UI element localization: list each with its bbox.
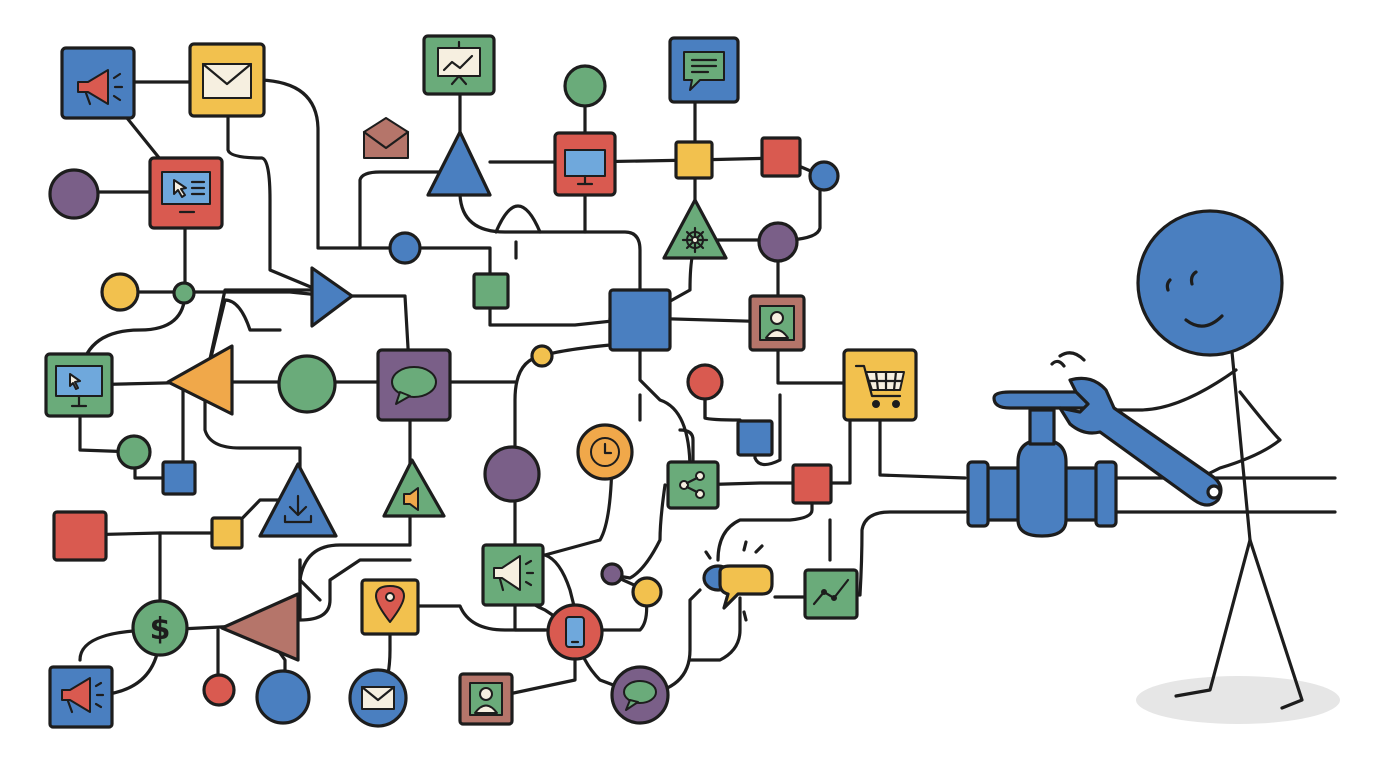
megaphone-node	[48, 665, 114, 729]
triangle-node	[166, 344, 234, 416]
circle-node	[100, 272, 140, 312]
circle-node	[757, 221, 799, 263]
megaphone-icon	[493, 555, 535, 592]
clock-node	[576, 423, 634, 481]
gear-icon	[681, 226, 709, 254]
click-screen-node	[148, 156, 224, 230]
square-node	[161, 460, 197, 496]
envelope-node	[188, 42, 266, 118]
user-icon	[469, 682, 503, 716]
figure-leg-right	[1248, 538, 1304, 710]
clock-icon	[590, 437, 620, 467]
triangle-node	[220, 592, 300, 662]
figure-arm-back	[1198, 390, 1282, 480]
gear-triangle-node	[662, 198, 728, 260]
smartphone-icon	[565, 616, 585, 648]
dollar-node: $	[131, 599, 189, 657]
network-nodes: $	[44, 34, 918, 729]
circle-node	[388, 231, 422, 265]
circle-node	[563, 64, 607, 108]
user-icon	[759, 305, 795, 341]
chat-node	[376, 348, 452, 422]
figure-leg-left	[1174, 538, 1252, 698]
figure-shadow	[1136, 676, 1340, 724]
envelope-icon	[360, 685, 396, 710]
monitor-icon	[55, 365, 103, 408]
megaphone-icon	[77, 69, 124, 106]
square-node	[674, 140, 714, 180]
wrench	[1058, 376, 1223, 507]
shopping-cart-node	[842, 348, 918, 422]
megaphone-node	[481, 543, 545, 607]
speaker-triangle-node	[382, 458, 446, 518]
figure-arm-front	[1098, 368, 1238, 412]
shopping-cart-icon	[854, 364, 905, 408]
monitor-node	[553, 131, 617, 197]
chat-node	[668, 36, 740, 104]
megaphone-node	[60, 46, 136, 120]
line-chart-icon	[812, 578, 850, 606]
figure-body	[1230, 350, 1252, 542]
user-node	[748, 294, 806, 352]
envelope-circle-node	[348, 668, 408, 728]
circle-node	[48, 168, 100, 220]
download-triangle-node	[258, 462, 338, 538]
cursor-click-icon	[161, 171, 211, 214]
share-icon	[679, 471, 705, 499]
share-node	[666, 460, 720, 510]
circle-node	[172, 281, 196, 305]
presentation-icon	[437, 40, 481, 86]
smartphone-node	[546, 603, 604, 661]
dollar-icon: $	[150, 612, 171, 647]
download-icon	[283, 494, 313, 524]
circle-node	[116, 434, 152, 470]
circle-node	[255, 669, 311, 725]
stick-figure	[1058, 209, 1340, 724]
circle-node	[530, 344, 554, 368]
speech-bubble-node	[702, 540, 774, 622]
megaphone-icon	[61, 677, 105, 714]
chat-circle-node	[610, 665, 670, 725]
circle-node	[600, 562, 624, 586]
chat-bubble-icon	[623, 680, 657, 711]
map-pin-box-node	[360, 578, 420, 636]
circle-node	[808, 160, 840, 192]
circle-node	[277, 354, 337, 414]
square-node	[52, 510, 108, 562]
square-node	[791, 463, 833, 505]
monitor-icon	[564, 149, 606, 186]
square-node	[736, 419, 774, 457]
triangle-node	[426, 130, 492, 197]
user-node	[458, 672, 514, 726]
map-pin-icon	[375, 585, 405, 623]
map-pin-node	[686, 363, 724, 420]
circle-node	[483, 445, 541, 503]
arch-line	[494, 204, 542, 234]
chat-bubble-icon	[683, 51, 725, 91]
open-envelope-icon	[362, 117, 410, 159]
line-chart-node	[803, 568, 859, 620]
hub-square-node	[608, 288, 672, 352]
chat-bubble-icon	[391, 366, 437, 405]
triangle-node	[310, 266, 354, 328]
presentation-node	[422, 34, 496, 96]
square-node	[760, 136, 802, 178]
figure-face	[1165, 270, 1224, 328]
pipe-valve	[966, 351, 1337, 538]
square-node	[472, 272, 510, 310]
monitor-node	[44, 352, 114, 418]
circle-node	[202, 673, 236, 707]
envelope-icon	[201, 62, 253, 99]
square-node	[210, 516, 244, 550]
speaker-icon	[403, 487, 419, 511]
figure-head	[1136, 209, 1284, 357]
circle-node	[631, 576, 663, 608]
